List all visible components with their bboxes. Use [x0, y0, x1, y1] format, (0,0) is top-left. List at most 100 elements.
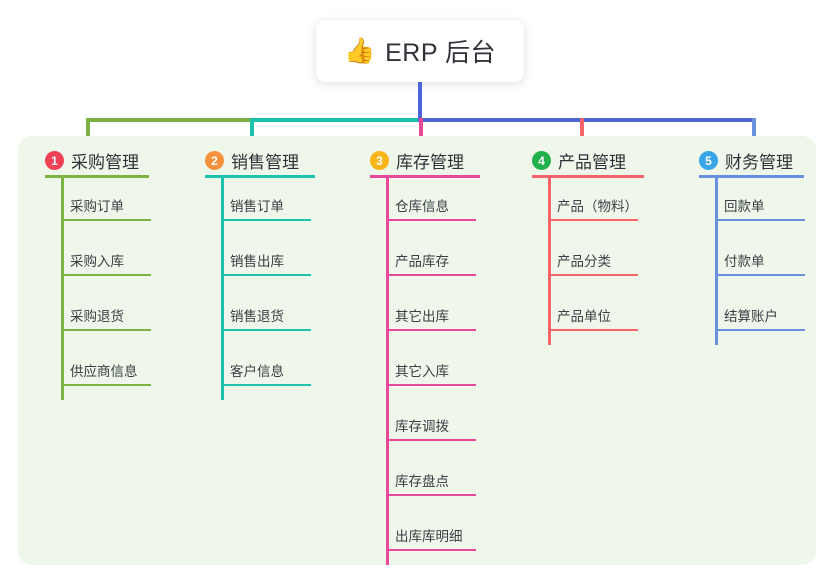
- module-item-label: 库存盘点: [395, 474, 449, 489]
- module-item-label: 回款单: [724, 199, 765, 214]
- module-item-label: 销售退货: [230, 309, 284, 324]
- module-item[interactable]: 销售订单: [221, 195, 311, 221]
- module-header-2[interactable]: 2 销售管理: [205, 148, 299, 173]
- module-underline-4: [532, 175, 644, 178]
- module-badge-4: 4: [532, 151, 551, 170]
- connector-segment-1: [86, 118, 254, 122]
- module-item-rule: [548, 219, 638, 221]
- module-item-rule: [386, 549, 476, 551]
- module-item[interactable]: 回款单: [715, 195, 805, 221]
- module-underline-2: [205, 175, 315, 178]
- module-item-rule: [221, 219, 311, 221]
- module-item-label: 采购订单: [70, 199, 124, 214]
- module-item-rule: [386, 219, 476, 221]
- module-badge-2: 2: [205, 151, 224, 170]
- module-title-3: 库存管理: [396, 153, 464, 172]
- module-badge-5: 5: [699, 151, 718, 170]
- module-item[interactable]: 产品单位: [548, 305, 638, 331]
- module-underline-5: [699, 175, 804, 178]
- module-header-1[interactable]: 1 采购管理: [45, 148, 139, 173]
- module-spine-1: [61, 175, 64, 400]
- module-item-label: 仓库信息: [395, 199, 449, 214]
- module-item-rule: [386, 384, 476, 386]
- module-item-rule: [715, 329, 805, 331]
- module-item[interactable]: 采购退货: [61, 305, 151, 331]
- connector-segment-2: [250, 118, 423, 122]
- module-title-4: 产品管理: [558, 153, 626, 172]
- module-item[interactable]: 产品（物料）: [548, 195, 638, 221]
- module-header-5[interactable]: 5 财务管理: [699, 148, 793, 173]
- module-item[interactable]: 其它出库: [386, 305, 476, 331]
- module-item-rule: [61, 274, 151, 276]
- module-item-rule: [61, 329, 151, 331]
- module-underline-3: [370, 175, 480, 178]
- module-item[interactable]: 结算账户: [715, 305, 805, 331]
- module-badge-1: 1: [45, 151, 64, 170]
- module-title-1: 采购管理: [71, 153, 139, 172]
- module-item[interactable]: 付款单: [715, 250, 805, 276]
- module-item-label: 库存调拨: [395, 419, 449, 434]
- module-item[interactable]: 仓库信息: [386, 195, 476, 221]
- module-item-rule: [61, 384, 151, 386]
- module-spine-4: [548, 175, 551, 345]
- module-underline-1: [45, 175, 149, 178]
- module-item[interactable]: 供应商信息: [61, 360, 151, 386]
- module-item[interactable]: 采购入库: [61, 250, 151, 276]
- module-spine-3: [386, 175, 389, 565]
- module-item-rule: [386, 494, 476, 496]
- module-item-rule: [386, 329, 476, 331]
- module-item[interactable]: 产品分类: [548, 250, 638, 276]
- module-item[interactable]: 其它入库: [386, 360, 476, 386]
- module-title-5: 财务管理: [725, 153, 793, 172]
- module-item-label: 客户信息: [230, 364, 284, 379]
- connector-drop-1: [86, 118, 90, 150]
- module-item-rule: [548, 274, 638, 276]
- module-badge-3: 3: [370, 151, 389, 170]
- connector-drop-5: [752, 118, 756, 150]
- connector-drop-2: [250, 118, 254, 150]
- module-item-label: 其它出库: [395, 309, 449, 324]
- module-item[interactable]: 销售退货: [221, 305, 311, 331]
- module-item[interactable]: 销售出库: [221, 250, 311, 276]
- module-item-label: 销售出库: [230, 254, 284, 269]
- module-item-rule: [386, 274, 476, 276]
- module-header-3[interactable]: 3 库存管理: [370, 148, 464, 173]
- module-item[interactable]: 采购订单: [61, 195, 151, 221]
- module-item-label: 结算账户: [724, 309, 778, 324]
- thumbs-up-icon: 👍: [343, 36, 376, 65]
- module-item-rule: [221, 274, 311, 276]
- module-header-4[interactable]: 4 产品管理: [532, 148, 626, 173]
- module-item-rule: [715, 219, 805, 221]
- module-item-label: 产品单位: [557, 309, 611, 324]
- module-item[interactable]: 产品库存: [386, 250, 476, 276]
- module-item-label: 采购退货: [70, 309, 124, 324]
- module-item-rule: [61, 219, 151, 221]
- module-item-label: 销售订单: [230, 199, 284, 214]
- module-item[interactable]: 出库库明细: [386, 525, 476, 551]
- root-node-title: ERP 后台: [385, 39, 497, 67]
- module-item[interactable]: 客户信息: [221, 360, 311, 386]
- modules-panel: [18, 136, 816, 565]
- module-item-rule: [221, 384, 311, 386]
- connector-segment-3: [419, 118, 756, 122]
- root-node-erp-backend[interactable]: 👍 ERP 后台: [316, 20, 524, 82]
- module-spine-5: [715, 175, 718, 345]
- connector-drop-4: [580, 118, 584, 150]
- module-item-rule: [221, 329, 311, 331]
- connector-drop-3: [419, 118, 423, 150]
- module-item-label: 产品（物料）: [557, 199, 638, 214]
- module-item-label: 采购入库: [70, 254, 124, 269]
- module-item-label: 出库库明细: [395, 529, 463, 544]
- module-item[interactable]: 库存调拨: [386, 415, 476, 441]
- module-item-label: 其它入库: [395, 364, 449, 379]
- module-item-label: 产品分类: [557, 254, 611, 269]
- module-item-rule: [386, 439, 476, 441]
- module-item-rule: [548, 329, 638, 331]
- module-spine-2: [221, 175, 224, 400]
- module-item-rule: [715, 274, 805, 276]
- root-stem: [418, 82, 422, 122]
- module-item-label: 产品库存: [395, 254, 449, 269]
- module-item[interactable]: 库存盘点: [386, 470, 476, 496]
- module-title-2: 销售管理: [231, 153, 299, 172]
